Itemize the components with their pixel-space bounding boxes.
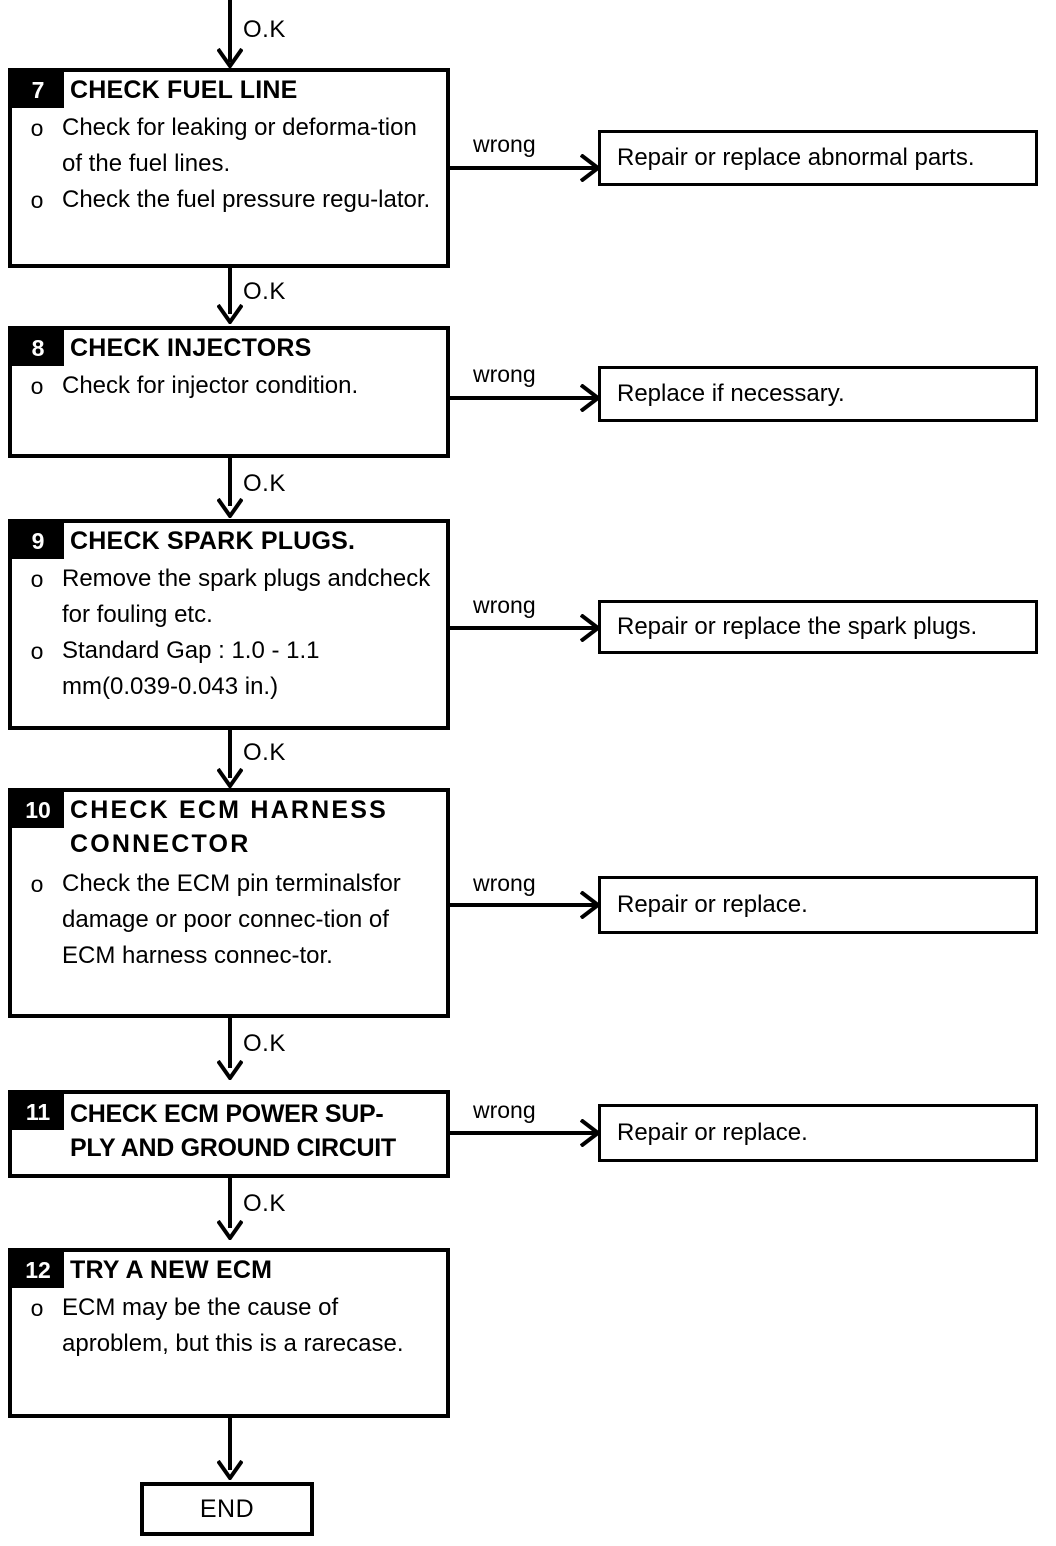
result-box-7[interactable]: Repair or replace abnormal parts.: [598, 130, 1038, 186]
list-item-text: Check for injector condition.: [62, 372, 359, 399]
bullet-marker-icon: o: [30, 187, 44, 213]
arrow-head-step-10-to-11: [217, 1060, 243, 1080]
list-item: o Remove the spark plugs andcheck for fo…: [12, 561, 442, 633]
bullet-marker-icon: o: [30, 871, 44, 897]
arrow-head-step-10-wrong: [580, 891, 600, 919]
step-number-badge-12: 12: [12, 1252, 64, 1288]
result-box-9[interactable]: Repair or replace the spark plugs.: [598, 600, 1038, 654]
arrow-head-step-8-to-9: [217, 498, 243, 518]
result-text: Repair or replace the spark plugs.: [617, 613, 978, 640]
step-number-badge-8: 8: [12, 330, 64, 366]
ok-label-step-9-to-10: O.K: [243, 739, 286, 766]
connector-line-step-11-to-12: [228, 1178, 232, 1228]
arrow-head-step-12-to-end: [217, 1460, 243, 1480]
result-text: Replace if necessary.: [617, 380, 845, 407]
list-item-text: Check for leaking or deforma-tion of the…: [62, 114, 417, 177]
result-text: Repair or replace.: [617, 891, 808, 918]
bullet-marker-icon: o: [30, 566, 44, 592]
ok-label-into-step-7: O.K: [243, 16, 286, 43]
bullet-marker-icon: o: [30, 1295, 44, 1321]
result-box-8[interactable]: Replace if necessary.: [598, 366, 1038, 422]
step-number-badge-10: 10: [12, 792, 64, 828]
result-box-11[interactable]: Repair or replace.: [598, 1104, 1038, 1162]
wrong-label-step-9: wrong: [473, 592, 536, 618]
arrow-head-step-7-wrong: [580, 154, 600, 182]
list-item-text: Check the ECM pin terminalsfor damage or…: [62, 870, 401, 969]
step-box-10[interactable]: 10 CHECK ECM HARNESS CONNECTOR o Check t…: [8, 788, 450, 1018]
step-box-7[interactable]: 7 CHECK FUEL LINE o Check for leaking or…: [8, 68, 450, 268]
arrow-head-step-8-wrong: [580, 384, 600, 412]
arrow-head-into-step-7: [217, 48, 243, 68]
step-title-8: CHECK INJECTORS: [70, 334, 312, 362]
arrow-head-step-9-to-10: [217, 768, 243, 788]
end-label: END: [199, 1494, 255, 1523]
connector-line-step-11-wrong: [450, 1131, 600, 1135]
connector-line-step-12-to-end: [228, 1418, 232, 1470]
wrong-label-step-7: wrong: [473, 131, 536, 157]
connector-line-step-7-to-8: [228, 268, 232, 314]
step-title-11: CHECK ECM POWER SUP- PLY AND GROUND CIRC…: [70, 1100, 396, 1162]
step-body-8: o Check for injector condition.: [12, 368, 442, 404]
step-title-10: CHECK ECM HARNESS CONNECTOR: [70, 796, 388, 858]
step-title-7: CHECK FUEL LINE: [70, 76, 298, 104]
ok-label-step-8-to-9: O.K: [243, 470, 286, 497]
connector-line-step-9-wrong: [450, 626, 600, 630]
result-text: Repair or replace.: [617, 1119, 808, 1146]
connector-line-step-8-wrong: [450, 396, 600, 400]
connector-line-into-step-7: [228, 0, 232, 62]
connector-line-step-10-wrong: [450, 903, 600, 907]
step-box-8[interactable]: 8 CHECK INJECTORS o Check for injector c…: [8, 326, 450, 458]
bullet-marker-icon: o: [30, 115, 44, 141]
arrow-head-step-11-to-12: [217, 1220, 243, 1240]
result-text: Repair or replace abnormal parts.: [617, 144, 975, 171]
wrong-label-step-8: wrong: [473, 361, 536, 387]
step-body-12: o ECM may be the cause of aproblem, but …: [12, 1290, 442, 1362]
end-box[interactable]: END: [140, 1482, 314, 1536]
arrow-head-step-11-wrong: [580, 1119, 600, 1147]
bullet-marker-icon: o: [30, 638, 44, 664]
connector-line-step-7-wrong: [450, 166, 600, 170]
ok-label-step-11-to-12: O.K: [243, 1190, 286, 1217]
wrong-label-step-10: wrong: [473, 870, 536, 896]
list-item-text: Check the fuel pressure regu-lator.: [62, 186, 431, 213]
step-title-9: CHECK SPARK PLUGS.: [70, 527, 356, 555]
result-box-10[interactable]: Repair or replace.: [598, 876, 1038, 934]
list-item-text: Remove the spark plugs andcheck for foul…: [62, 565, 431, 628]
list-item: o Check for injector condition.: [12, 368, 442, 404]
ok-label-step-7-to-8: O.K: [243, 278, 286, 305]
list-item: o Check the fuel pressure regu-lator.: [12, 182, 442, 218]
connector-line-step-8-to-9: [228, 458, 232, 506]
list-item-text: ECM may be the cause of aproblem, but th…: [62, 1294, 404, 1357]
list-item: o Check the ECM pin terminalsfor damage …: [12, 866, 442, 974]
wrong-label-step-11: wrong: [473, 1097, 536, 1123]
step-box-12[interactable]: 12 TRY A NEW ECM o ECM may be the cause …: [8, 1248, 450, 1418]
arrow-head-step-7-to-8: [217, 304, 243, 324]
bullet-marker-icon: o: [30, 373, 44, 399]
connector-line-step-10-to-11: [228, 1018, 232, 1068]
list-item: o ECM may be the cause of aproblem, but …: [12, 1290, 442, 1362]
step-body-7: o Check for leaking or deforma-tion of t…: [12, 110, 442, 218]
step-box-11[interactable]: 11 CHECK ECM POWER SUP- PLY AND GROUND C…: [8, 1090, 450, 1178]
list-item: o Check for leaking or deforma-tion of t…: [12, 110, 442, 182]
list-item-text: Standard Gap : 1.0 - 1.1 mm(0.039-0.043 …: [62, 637, 320, 700]
step-number-badge-11: 11: [12, 1094, 64, 1130]
ok-label-step-10-to-11: O.K: [243, 1030, 286, 1057]
step-body-10: o Check the ECM pin terminalsfor damage …: [12, 866, 442, 974]
connector-line-step-9-to-10: [228, 730, 232, 778]
step-number-badge-7: 7: [12, 72, 64, 108]
step-box-9[interactable]: 9 CHECK SPARK PLUGS. o Remove the spark …: [8, 519, 450, 730]
step-number-badge-9: 9: [12, 523, 64, 559]
step-body-9: o Remove the spark plugs andcheck for fo…: [12, 561, 442, 705]
step-title-12: TRY A NEW ECM: [70, 1256, 273, 1284]
arrow-head-step-9-wrong: [580, 614, 600, 642]
list-item: o Standard Gap : 1.0 - 1.1 mm(0.039-0.04…: [12, 633, 442, 705]
